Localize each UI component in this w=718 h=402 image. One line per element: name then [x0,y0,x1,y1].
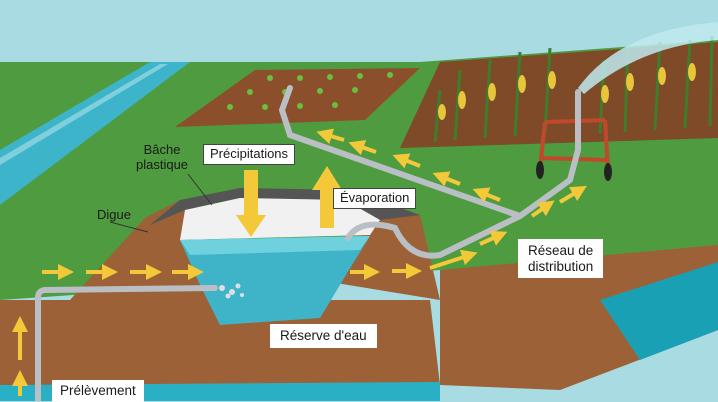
label-prelevement: Prélèvement [52,380,144,402]
label-precipitations: Précipitations [203,144,295,165]
label-reserve: Réserve d'eau [270,324,377,348]
label-digue: Digue [97,208,131,223]
label-evaporation: Évaporation [333,188,416,209]
label-reseau: Réseau de distribution [518,239,603,278]
label-bache: Bâche plastique [136,143,188,173]
